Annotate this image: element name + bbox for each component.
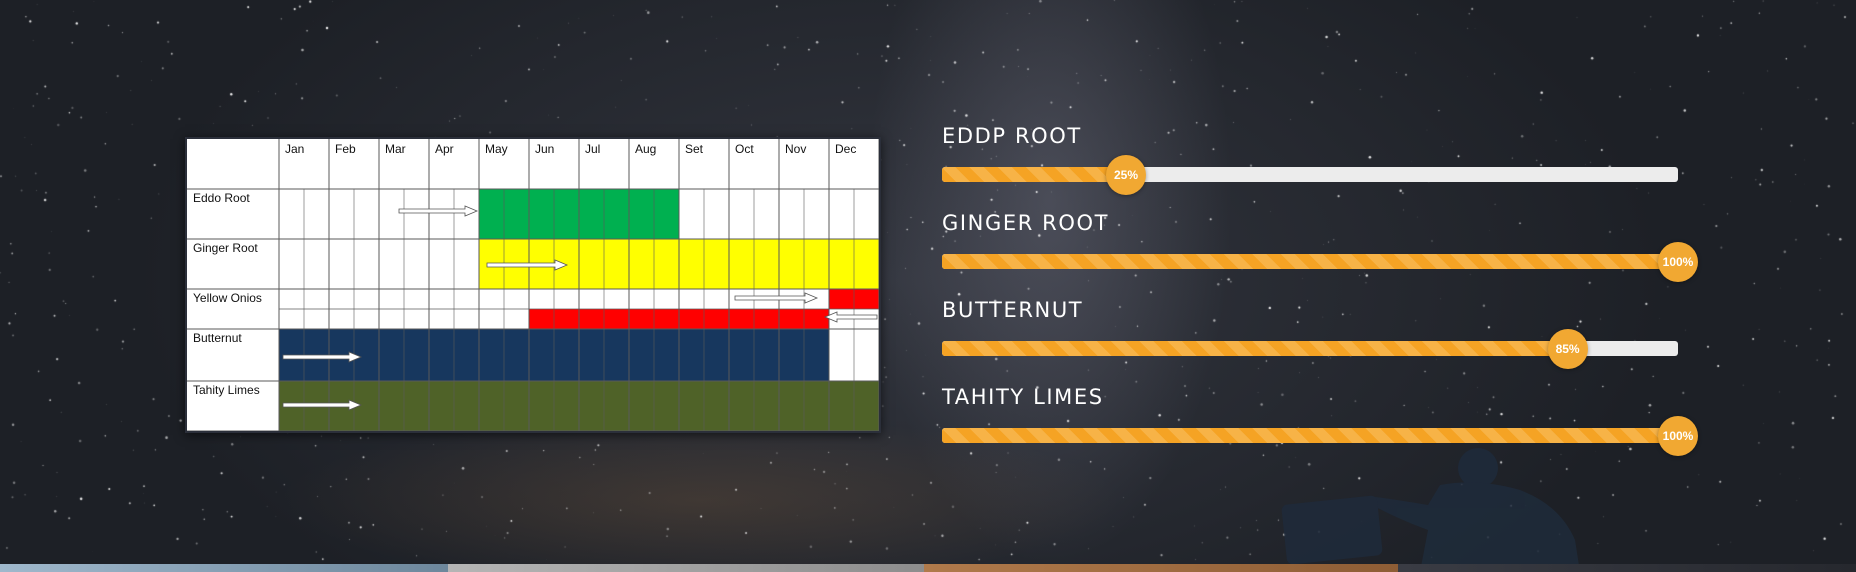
progress-fill — [942, 167, 1126, 182]
month-label: Jun — [535, 142, 554, 156]
month-label: May — [485, 142, 508, 156]
progress-track: 85% — [942, 329, 1678, 369]
gallery-thumb[interactable] — [448, 564, 924, 572]
skill-tahity-limes: TAHITY LIMES 100% — [942, 385, 1698, 472]
gallery-strip — [0, 564, 1856, 572]
progress-fill — [942, 254, 1678, 269]
skill-title: TAHITY LIMES — [942, 385, 1104, 409]
arrow-icon — [734, 292, 819, 304]
progress-knob[interactable]: 25% — [1106, 155, 1146, 195]
row-label: Eddo Root — [193, 191, 250, 205]
month-label: Jan — [285, 142, 304, 156]
arrow-icon — [282, 399, 363, 411]
progress-fill — [942, 428, 1678, 443]
month-label: Feb — [335, 142, 356, 156]
row-label: Ginger Root — [193, 241, 258, 255]
progress-track: 100% — [942, 242, 1698, 282]
skill-ginger-root: GINGER ROOT 100% — [942, 211, 1698, 298]
arrow-icon — [486, 259, 569, 271]
month-label: Apr — [435, 142, 454, 156]
planting-calendar-svg: Jan Feb Mar Apr May Jun Jul Aug Set Oct Nov DecEddo… — [187, 139, 879, 431]
month-label: Dec — [835, 142, 856, 156]
row-label: Yellow Onios — [193, 291, 262, 305]
skill-title: GINGER ROOT — [942, 211, 1110, 235]
month-label: Mar — [385, 142, 406, 156]
row-label: Tahity Limes — [193, 383, 260, 397]
skill-eddp-root: EDDP ROOT 25% — [942, 124, 1678, 211]
progress-track: 100% — [942, 416, 1698, 456]
progress-knob[interactable]: 100% — [1658, 242, 1698, 282]
gallery-thumb[interactable] — [924, 564, 1398, 572]
skill-title: BUTTERNUT — [942, 298, 1084, 322]
month-label: Set — [685, 142, 704, 156]
gallery-thumb[interactable] — [1398, 564, 1856, 572]
arrow-icon — [282, 351, 363, 363]
arrow-icon — [398, 205, 479, 217]
skill-title: EDDP ROOT — [942, 124, 1082, 148]
crop-progress-list: EDDP ROOT 25% GINGER ROOT 100% BUTTERNUT… — [942, 124, 1698, 472]
progress-knob[interactable]: 85% — [1547, 329, 1588, 369]
arrow-icon — [823, 311, 878, 323]
month-label: Oct — [735, 142, 754, 156]
row-label: Butternut — [193, 331, 242, 345]
gallery-thumb[interactable] — [0, 564, 448, 572]
month-label: Nov — [785, 142, 806, 156]
progress-knob[interactable]: 100% — [1658, 416, 1698, 456]
progress-fill — [942, 341, 1568, 356]
skill-butternut: BUTTERNUT 85% — [942, 298, 1678, 385]
month-label: Jul — [585, 142, 600, 156]
month-label: Aug — [635, 142, 656, 156]
progress-track: 25% — [942, 155, 1678, 195]
